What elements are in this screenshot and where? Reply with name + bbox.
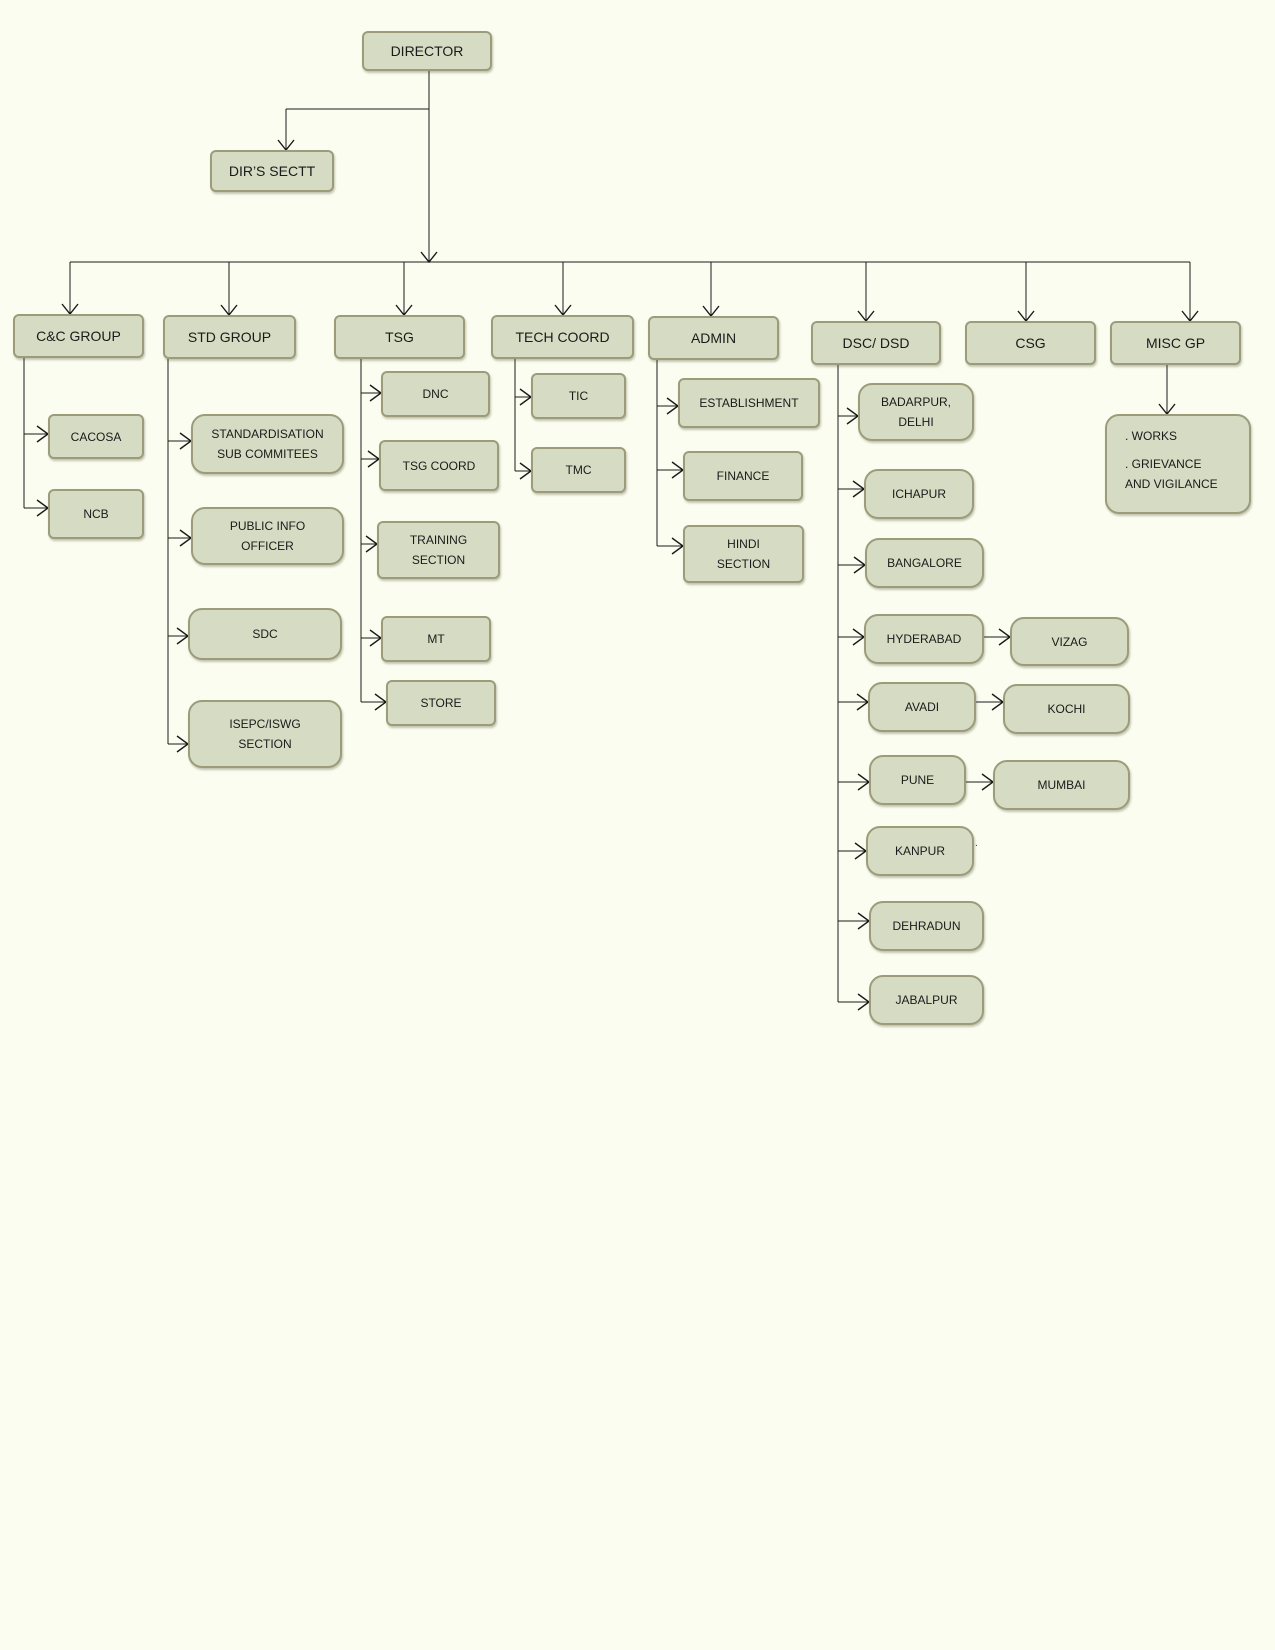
- node-tsg-coord: TSG COORD: [379, 440, 499, 491]
- node-store: STORE: [386, 680, 496, 726]
- node-tech-coord: TECH COORD: [491, 315, 634, 359]
- node-establishment: ESTABLISHMENT: [678, 378, 820, 428]
- node-training-section: TRAINING SECTION: [377, 521, 500, 579]
- node-finance: FINANCE: [683, 451, 803, 501]
- node-misc-gp: MISC GP: [1110, 321, 1241, 365]
- node-director: DIRECTOR: [362, 31, 492, 71]
- node-bangalore: BANGALORE: [865, 538, 984, 588]
- node-dsc-dsd: DSC/ DSD: [811, 321, 941, 365]
- node-badarpur-delhi: BADARPUR, DELHI: [858, 383, 974, 441]
- node-mt: MT: [381, 616, 491, 662]
- node-kochi: KOCHI: [1003, 684, 1130, 734]
- node-dehradun: DEHRADUN: [869, 901, 984, 951]
- node-dirs-sectt: DIR’S SECTT: [210, 150, 334, 192]
- stray-mark: .: [975, 838, 978, 849]
- node-hindi-section: HINDI SECTION: [683, 525, 804, 583]
- node-public-info-officer: PUBLIC INFO OFFICER: [191, 507, 344, 565]
- node-mumbai: MUMBAI: [993, 760, 1130, 810]
- node-sdc: SDC: [188, 608, 342, 660]
- node-kanpur: KANPUR: [866, 826, 974, 876]
- node-std-group: STD GROUP: [163, 315, 296, 359]
- node-jabalpur: JABALPUR: [869, 975, 984, 1025]
- node-ncb: NCB: [48, 489, 144, 539]
- node-dnc: DNC: [381, 371, 490, 417]
- node-cacosa: CACOSA: [48, 414, 144, 459]
- misc-item-grievance: . GRIEVANCE AND VIGILANCE: [1125, 457, 1218, 491]
- node-standardisation: STANDARDISATION SUB COMMITEES: [191, 414, 344, 474]
- node-misc-items: . WORKS . GRIEVANCE AND VIGILANCE: [1105, 414, 1251, 514]
- node-vizag: VIZAG: [1010, 617, 1129, 666]
- node-tsg: TSG: [334, 315, 465, 359]
- node-ichapur: ICHAPUR: [864, 469, 974, 519]
- node-cc-group: C&C GROUP: [13, 314, 144, 358]
- node-isepc: ISEPC/ISWG SECTION: [188, 700, 342, 768]
- node-pune: PUNE: [869, 755, 966, 805]
- misc-item-works: . WORKS: [1125, 429, 1178, 443]
- node-hyderabad: HYDERABAD: [864, 614, 984, 664]
- node-avadi: AVADI: [868, 682, 976, 732]
- node-tic: TIC: [531, 373, 626, 419]
- node-tmc: TMC: [531, 447, 626, 493]
- node-admin: ADMIN: [648, 316, 779, 360]
- node-csg: CSG: [965, 321, 1096, 365]
